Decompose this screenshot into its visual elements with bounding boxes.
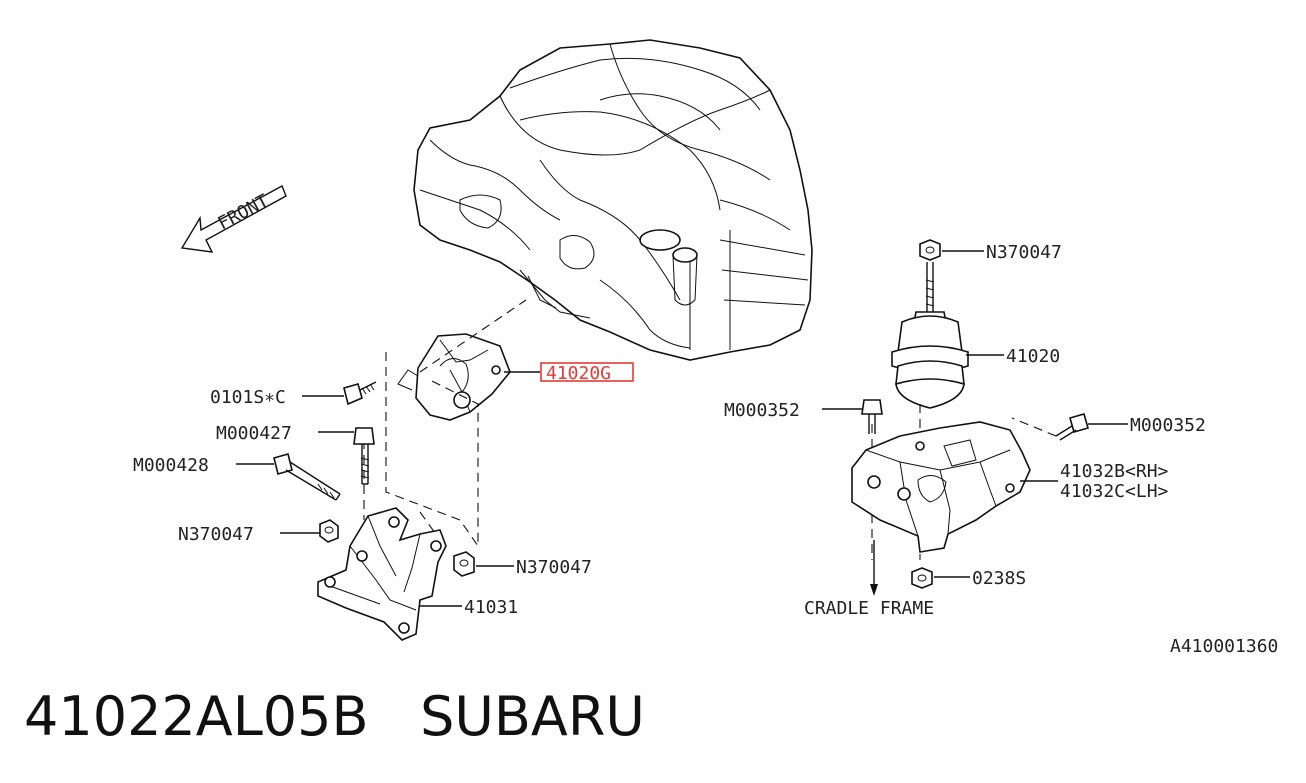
nut-n370047-left (319, 519, 339, 543)
label-nut-n370047-left: N370047 (178, 524, 254, 545)
label-nut-n370047-right: N370047 (516, 557, 592, 578)
label-nut-0238s: 0238S (972, 568, 1026, 589)
bolt-0101sc (343, 381, 377, 406)
frame-arrow-head (870, 584, 878, 596)
bolt-m000352-left (861, 399, 883, 434)
label-bracket-lh: 41032C<LH> (1060, 481, 1169, 502)
bracket-41031 (317, 507, 447, 641)
label-bolt-m000427: M000427 (216, 423, 292, 444)
label-nut-n370047-top: N370047 (986, 242, 1062, 263)
label-bracket-41031: 41031 (464, 597, 518, 618)
front-direction-arrow: FRONT (180, 185, 287, 253)
label-bolt-m000352-left: M000352 (724, 400, 800, 421)
bolt-m000352-right (1055, 413, 1089, 441)
left-engine-mount (397, 333, 511, 421)
label-bolt-m000428: M000428 (133, 455, 209, 476)
front-label: FRONT (214, 190, 272, 234)
parts-diagram: FRONT 41020G 0101S∗C M000427 (133, 39, 1278, 657)
engine-mount-41020 (891, 262, 969, 409)
bolt-m000428 (273, 453, 341, 501)
part-footer: 41022AL05B SUBARU (24, 682, 1284, 752)
nut-0238s (911, 567, 933, 589)
left-assembly-guides (363, 299, 527, 548)
bolt-m000427 (353, 427, 375, 485)
label-cradle-frame: CRADLE FRAME (804, 598, 934, 619)
highlight-box[interactable] (540, 362, 634, 382)
part-number: 41022AL05B (24, 685, 369, 748)
nut-n370047-top (919, 239, 941, 261)
nut-n370047-right (453, 551, 475, 577)
label-bracket-rh: 41032B<RH> (1060, 461, 1169, 482)
engine-illustration (413, 39, 813, 361)
brand-name: SUBARU (420, 685, 645, 748)
bracket-41032 (851, 421, 1031, 553)
label-mount-41020: 41020 (1006, 346, 1060, 367)
figure-code: A410001360 (1170, 636, 1278, 657)
label-bolt-m000352-right: M000352 (1130, 415, 1206, 436)
highlight-part-label[interactable]: 41020G (546, 363, 611, 384)
label-bolt-0101sc: 0101S∗C (210, 387, 286, 408)
